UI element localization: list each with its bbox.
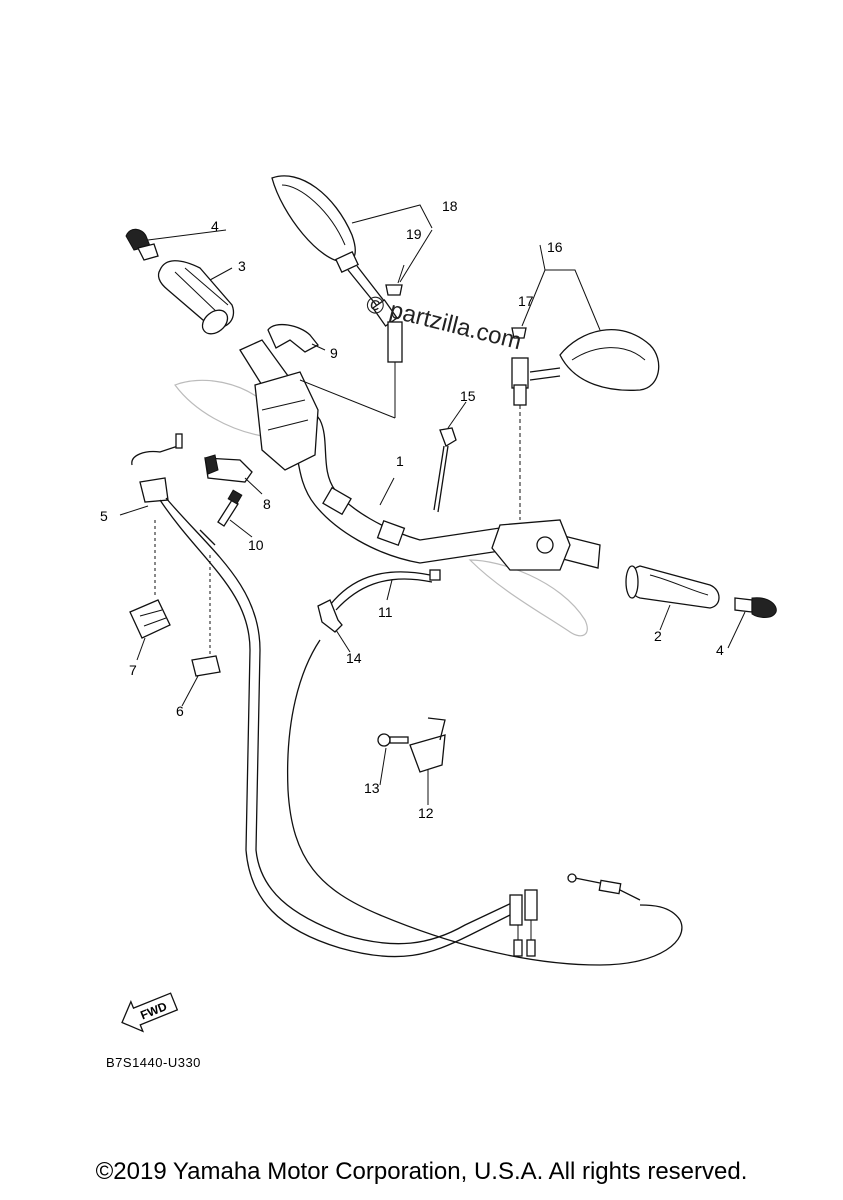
callout-4-right: 4 [716,642,724,658]
clutch-cable[interactable] [286,569,683,966]
left-grip[interactable] [157,260,235,339]
callout-1: 1 [396,453,404,469]
cable-guide-14[interactable] [317,599,343,633]
left-mirror-cap[interactable] [385,284,403,296]
callout-3: 3 [238,258,246,274]
callout-9: 9 [330,345,338,361]
callout-17: 17 [518,293,534,309]
throttle-cable-clamp[interactable] [267,323,319,353]
copyright-notice: ©2019 Yamaha Motor Corporation, U.S.A. A… [95,1158,748,1185]
throttle-housing-lower[interactable] [204,454,253,483]
cable-clip-6[interactable] [191,655,221,677]
callout-19: 19 [406,226,422,242]
right-mirror-cap[interactable] [511,327,527,339]
left-bar-end[interactable] [125,228,159,261]
callout-14: 14 [346,650,362,666]
screw-10[interactable] [217,489,243,527]
diagram-code: B7S1440-U330 [106,1055,201,1070]
callout-2: 2 [654,628,662,644]
callout-6: 6 [176,703,184,719]
callout-4-left: 4 [211,218,219,234]
callout-12: 12 [418,805,434,821]
right-bar-end[interactable] [734,597,777,618]
fwd-arrow-icon: FWD [121,992,179,1033]
handlebar[interactable] [239,339,601,569]
callout-16: 16 [547,239,563,255]
callout-8: 8 [263,496,271,512]
callout-7: 7 [129,662,137,678]
callout-13: 13 [364,780,380,796]
right-lever-holder[interactable] [491,519,571,571]
left-switch-housing[interactable] [254,371,319,471]
leader-lines [119,204,746,805]
cable-band-15[interactable] [433,427,457,513]
callout-5: 5 [100,508,108,524]
callout-11: 11 [378,604,393,620]
callout-10: 10 [248,537,264,553]
bracket-12[interactable] [409,717,446,773]
throttle-cable-assy[interactable] [131,433,538,958]
right-grip[interactable] [625,565,720,609]
right-mirror[interactable] [511,329,660,520]
callout-15: 15 [460,388,476,404]
bolt-13[interactable] [377,733,409,747]
callout-18: 18 [442,198,458,214]
cable-holder-7[interactable] [129,599,171,639]
